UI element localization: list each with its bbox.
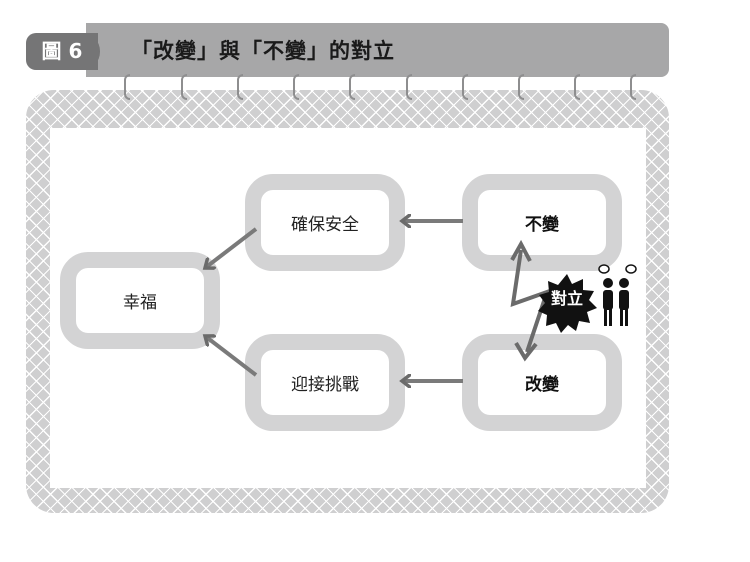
binder-ring [406, 74, 412, 100]
conflict-arrowhead-up [510, 239, 532, 262]
binder-ring [518, 74, 524, 100]
conflict-label: 對立 [550, 289, 583, 308]
binder-ring [574, 74, 580, 100]
binder-ring [462, 74, 468, 100]
binder-ring [237, 74, 243, 100]
node-unchanging-label: 不變 [525, 215, 559, 235]
node-ensure-safety-label: 確保安全 [291, 215, 359, 235]
header-bar [86, 23, 669, 77]
arrow-safety-to-happiness [205, 227, 258, 268]
binder-ring [630, 74, 636, 100]
figure-label: 圖 6 [26, 33, 98, 70]
node-unchanging: 不變 [462, 174, 622, 271]
binder-ring [293, 74, 299, 100]
conflict-arrowhead-down [514, 341, 538, 362]
figure-title: 「改變」與「不變」的對立 [131, 39, 395, 63]
node-change-label: 改變 [525, 375, 559, 395]
node-happiness-label: 幸福 [123, 293, 157, 313]
binder-ring [349, 74, 355, 100]
conflict-burst-icon [538, 274, 597, 333]
arguing-people-icon [598, 264, 637, 326]
arrow-challenge-to-happiness [205, 336, 258, 377]
node-ensure-safety: 確保安全 [245, 174, 405, 271]
node-happiness: 幸福 [60, 252, 220, 349]
node-embrace-challenge-label: 迎接挑戰 [291, 375, 359, 395]
node-change: 改變 [462, 334, 622, 431]
binder-ring [181, 74, 187, 100]
node-embrace-challenge: 迎接挑戰 [245, 334, 405, 431]
binder-ring [124, 74, 130, 100]
conflict-zigzag-arrow [510, 249, 551, 353]
